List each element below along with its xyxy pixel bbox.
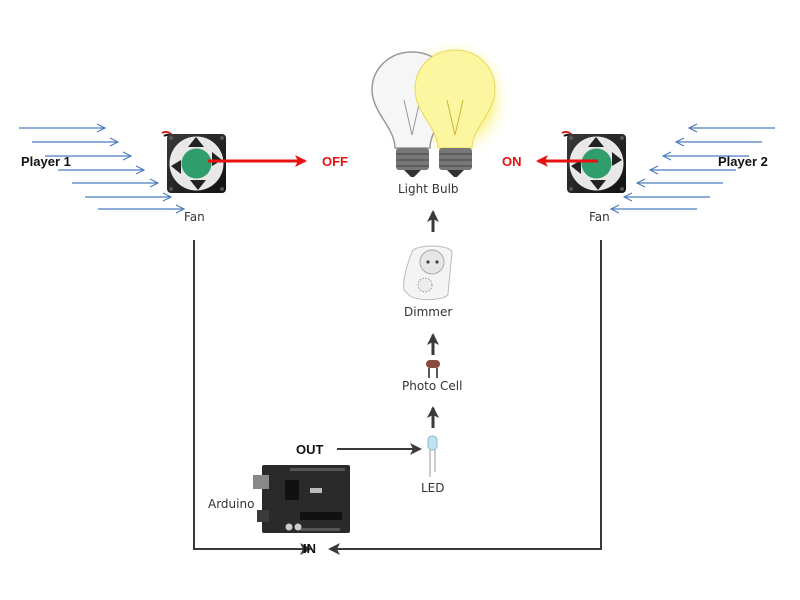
player1-label: Player 1 <box>21 154 71 169</box>
player2-wind-arrows <box>611 128 775 209</box>
fan-left-label: Fan <box>184 210 205 224</box>
dimmer-label: Dimmer <box>404 305 453 319</box>
light-bulb-icon <box>371 43 513 177</box>
left-fan-to-in-line <box>193 240 312 555</box>
photo-cell-label: Photo Cell <box>402 379 463 393</box>
fan-right-label: Fan <box>589 210 610 224</box>
led-label: LED <box>421 481 445 495</box>
player2-label: Player 2 <box>718 154 768 169</box>
fan-left-icon <box>161 130 226 193</box>
dimmer-icon <box>403 245 453 301</box>
light-bulb-label: Light Bulb <box>398 182 459 196</box>
arduino-label: Arduino <box>208 497 255 511</box>
right-fan-to-in-line <box>328 240 602 555</box>
in-label: IN <box>303 541 316 556</box>
photo-cell-icon <box>426 360 440 378</box>
fan-right-icon <box>561 130 626 193</box>
player1-wind-arrows <box>19 128 184 209</box>
led-icon <box>427 435 438 477</box>
off-label: OFF <box>322 154 348 169</box>
out-label: OUT <box>296 442 324 457</box>
on-label: ON <box>502 154 522 169</box>
arduino-board-icon <box>253 465 350 533</box>
